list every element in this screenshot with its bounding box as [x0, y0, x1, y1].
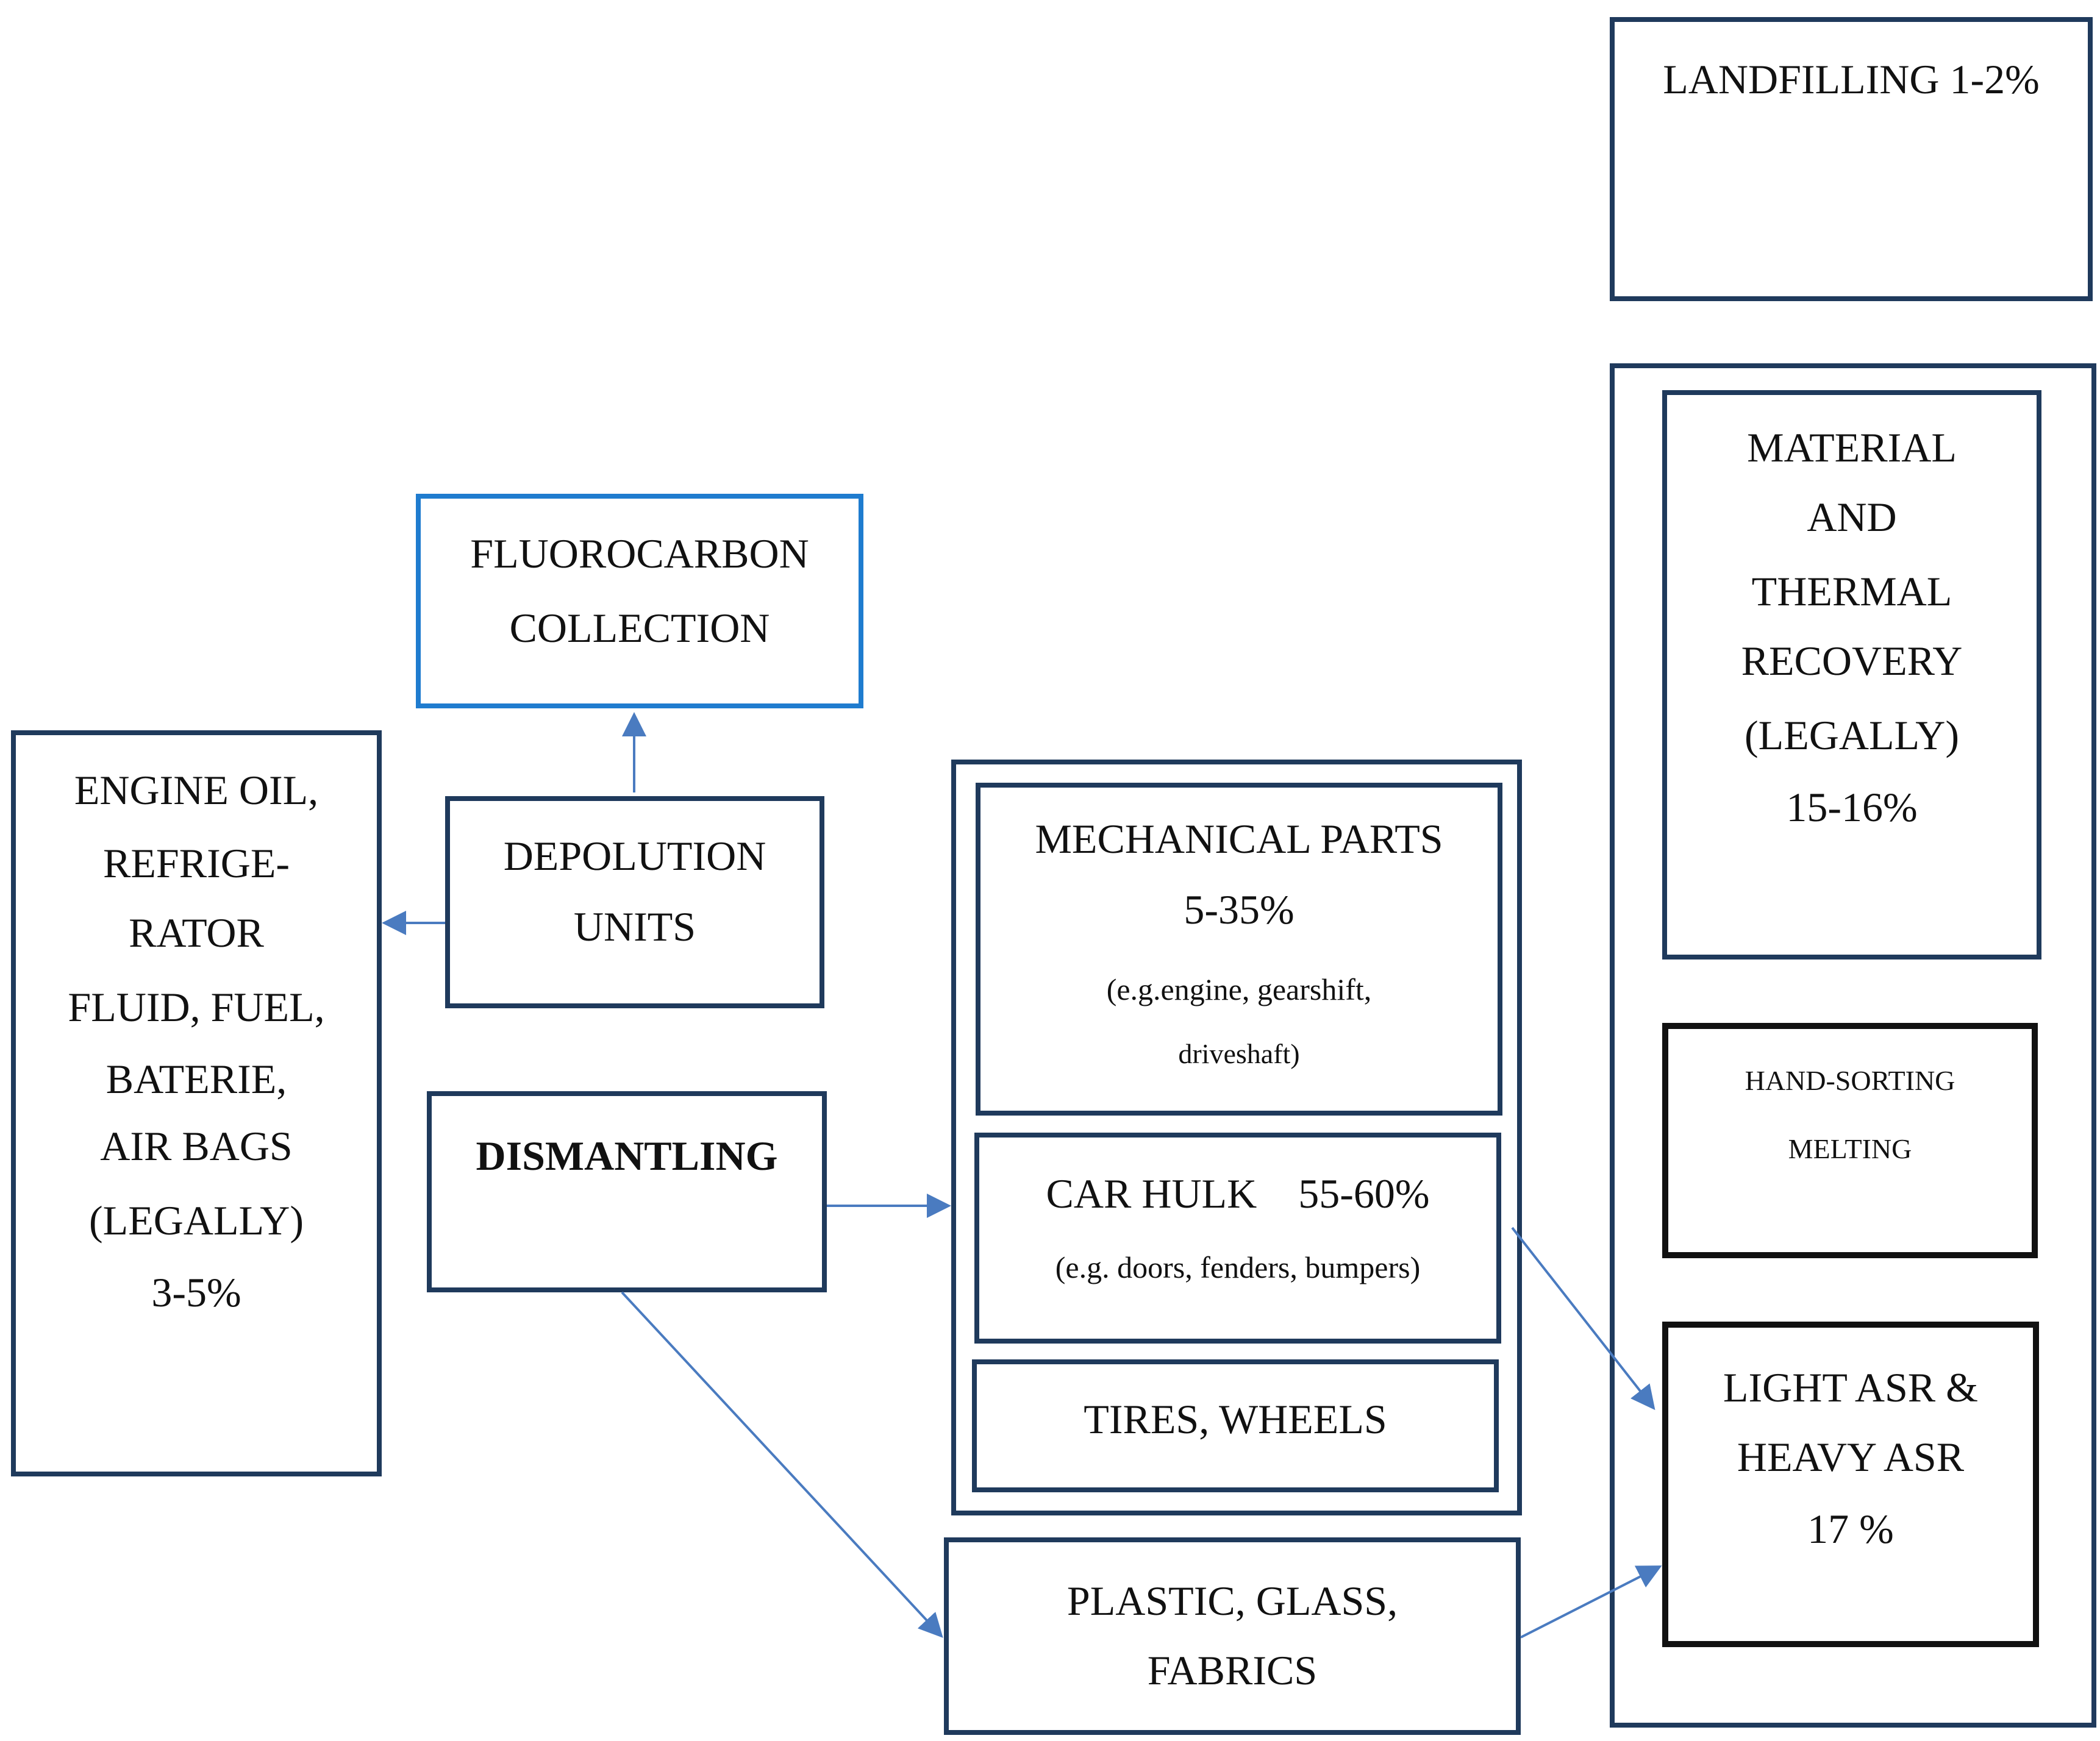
engine-oil-line-7: (LEGALLY) — [89, 1197, 304, 1244]
light-heavy-asr-line-3: 17 % — [1807, 1506, 1894, 1552]
engine-oil-line-5: BATERIE, — [105, 1056, 287, 1102]
depolution-line-2: UNITS — [573, 903, 696, 950]
arrow-plastic-glass-to-light-heavy-asr — [1520, 1565, 1662, 1639]
tires-wheels-label: TIRES, WHEELS — [1084, 1396, 1387, 1442]
material-thermal-line-3: THERMAL — [1751, 568, 1952, 614]
arrow-dismantling-to-plastic-glass — [621, 1291, 943, 1638]
material-thermal-line-5: (LEGALLY) — [1745, 712, 1959, 758]
engine-oil-line-2: REFRIGE- — [103, 840, 290, 886]
car-hulk-line-1: CAR HULK 55-60% — [1046, 1170, 1430, 1217]
hand-sorting-line-2: MELTING — [1788, 1133, 1912, 1164]
material-thermal-line-6: 15-16% — [1786, 784, 1918, 830]
material-thermal-line-2: AND — [1807, 494, 1897, 540]
engine-oil-line-1: ENGINE OIL, — [74, 767, 319, 813]
light-heavy-asr-line-1: LIGHT ASR & — [1723, 1364, 1979, 1411]
dismantling-box: DISMANTLING — [427, 1091, 827, 1292]
landfilling-label: LANDFILLING 1-2% — [1663, 56, 2040, 102]
plastic-glass-line-2: FABRICS — [1147, 1647, 1318, 1693]
fluorocarbon-line-2: COLLECTION — [509, 605, 770, 651]
fluorocarbon-line-1: FLUOROCARBON — [470, 530, 809, 577]
mechanical-parts-line-1: MECHANICAL PARTS — [1035, 816, 1443, 862]
engine-oil-line-8: 3-5% — [151, 1269, 241, 1316]
arrow-car-hulk-to-light-heavy-asr — [1511, 1227, 1655, 1411]
light-heavy-asr-line-2: HEAVY ASR — [1737, 1434, 1965, 1480]
engine-oil-box: ENGINE OIL, REFRIGE- RATOR FLUID, FUEL, … — [11, 730, 382, 1476]
fluorocarbon-box: FLUOROCARBON COLLECTION — [416, 494, 863, 708]
material-thermal-line-4: RECOVERY — [1741, 638, 1963, 684]
hand-sorting-box: HAND-SORTING MELTING — [1662, 1023, 2038, 1258]
engine-oil-line-3: RATOR — [129, 910, 264, 956]
engine-oil-line-6: AIR BAGS — [100, 1123, 293, 1169]
dismantling-label: DISMANTLING — [476, 1133, 778, 1179]
mechanical-parts-line-3: (e.g.engine, gearshift, — [1106, 972, 1372, 1006]
car-hulk-line-2: (e.g. doors, fenders, bumpers) — [1055, 1250, 1421, 1284]
depolution-line-1: DEPOLUTION — [503, 833, 766, 879]
plastic-glass-line-1: PLASTIC, GLASS, — [1066, 1578, 1398, 1624]
mechanical-parts-line-2: 5-35% — [1184, 886, 1295, 933]
plastic-glass-box: PLASTIC, GLASS, FABRICS — [944, 1537, 1521, 1735]
engine-oil-line-4: FLUID, FUEL, — [68, 984, 325, 1030]
car-hulk-box: CAR HULK 55-60% (e.g. doors, fenders, bu… — [974, 1133, 1501, 1344]
light-heavy-asr-box: LIGHT ASR & HEAVY ASR 17 % — [1662, 1322, 2039, 1647]
tires-wheels-box: TIRES, WHEELS — [972, 1359, 1499, 1492]
mechanical-parts-box: MECHANICAL PARTS 5-35% (e.g.engine, gear… — [976, 783, 1502, 1116]
material-thermal-box: MATERIAL AND THERMAL RECOVERY (LEGALLY) … — [1662, 390, 2041, 960]
material-thermal-line-1: MATERIAL — [1747, 424, 1957, 471]
depolution-box: DEPOLUTION UNITS — [445, 796, 824, 1008]
mechanical-parts-line-4: driveshaft) — [1178, 1038, 1300, 1069]
hand-sorting-line-1: HAND-SORTING — [1745, 1065, 1955, 1096]
landfilling-box: LANDFILLING 1-2% — [1610, 17, 2093, 301]
